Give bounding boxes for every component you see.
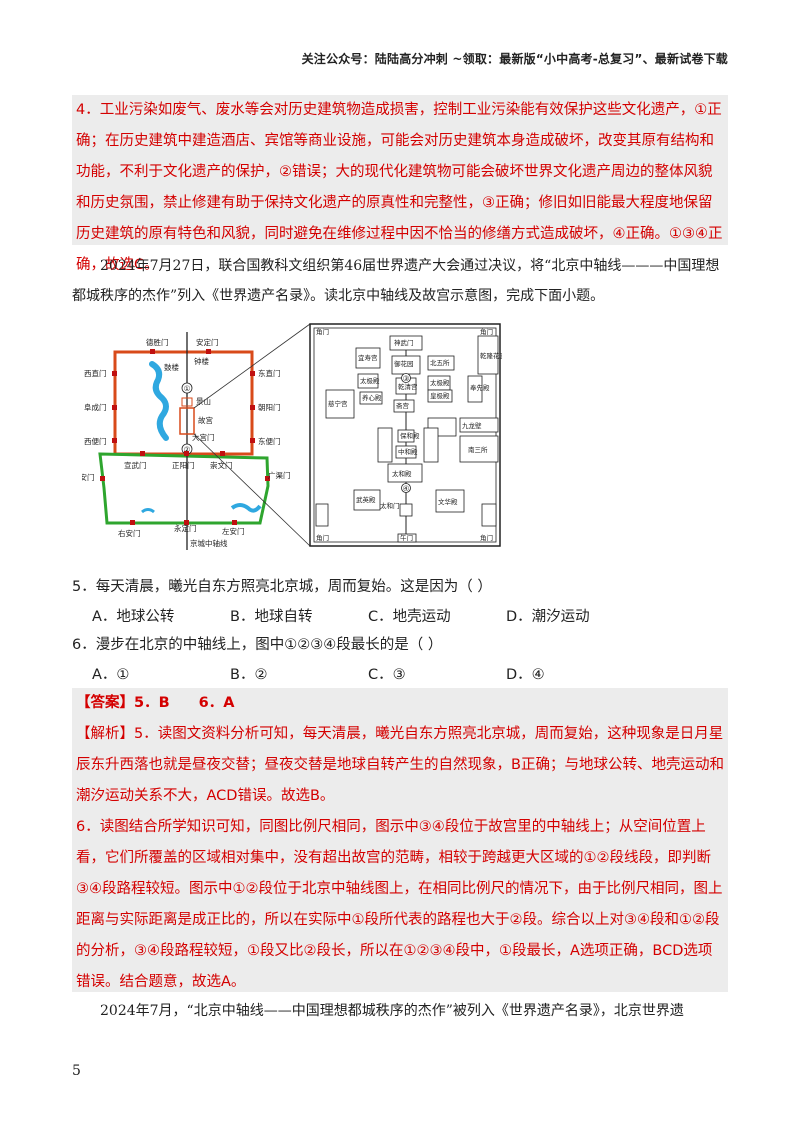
svg-text:九龙壁: 九龙壁 (462, 421, 482, 430)
analysis-5: 【解析】5．读图文资料分析可知，每天清晨，曦光自东方照亮北京城，周而复始，这种现… (76, 726, 724, 804)
q5-option-b[interactable]: B．地球自转 (230, 609, 313, 625)
pond-west (141, 508, 155, 514)
svg-text:宜寿宫: 宜寿宫 (358, 353, 378, 362)
label-xuanwumen: 宣武门 (124, 460, 147, 470)
label-chaoyangmen: 朝阳门 (258, 403, 281, 412)
svg-text:乾清宫: 乾清宫 (398, 382, 418, 391)
analysis-6: 6．读图结合所学知识可知，同图比例尺相同，图示中③④段位于故宫里的中轴线上；从空… (76, 819, 723, 990)
svg-text:慈宁宫: 慈宁宫 (328, 399, 348, 408)
svg-text:太极殿: 太极殿 (360, 376, 380, 385)
q6-option-b[interactable]: B．② (230, 667, 268, 683)
svg-text:角门: 角门 (480, 533, 493, 542)
label-zhonglou: 钟楼 (194, 356, 209, 366)
label-dongzhimen: 东直门 (258, 368, 281, 378)
label-zuoanmen: 左安门 (222, 526, 245, 536)
outer-city-wall (98, 452, 270, 525)
svg-text:御花园: 御花园 (394, 359, 414, 368)
label-chongwenmen: 崇文门 (210, 460, 233, 470)
svg-text:斋宫: 斋宫 (396, 401, 409, 410)
q6-option-c[interactable]: C．③ (368, 667, 406, 683)
marker-4-label: ④ (403, 484, 410, 493)
label-yongdingmen: 永定门 (174, 523, 197, 533)
svg-text:皇极殿: 皇极殿 (430, 391, 450, 400)
label-gulou: 鼓楼 (164, 362, 179, 372)
label-xizhimen: 西直门 (84, 368, 107, 378)
q5-option-a[interactable]: A．地球公转 (92, 609, 175, 625)
page-header: 关注公众号：陆陆高分冲刺 ~领取：最新版“小中高考-总复习”、最新试卷下载 (301, 52, 728, 66)
intro-1-text: 2024年7月27日，联合国教科文组织第46届世界遗产大会通过决议，将“北京中轴… (72, 258, 720, 304)
label-xibianmen: 西便门 (84, 436, 107, 446)
label-guangqumen: 广渠门 (268, 470, 291, 480)
palace-outline (179, 407, 195, 435)
svg-text:养心殿: 养心殿 (362, 393, 382, 402)
svg-text:午门: 午门 (400, 533, 413, 542)
svg-text:奉先殿: 奉先殿 (470, 383, 490, 392)
svg-text:中和殿: 中和殿 (398, 447, 418, 456)
svg-text:太极殿: 太极殿 (430, 378, 450, 387)
svg-text:文华殿: 文华殿 (438, 497, 458, 506)
forbidden-city-plan: ③ ④ 角门 神武门 角门 御花园 北五所 乾隆花园 宜寿宫 太极殿 太极殿 养… (309, 323, 506, 547)
lakes (149, 361, 169, 441)
label-andingmen: 安定门 (196, 337, 219, 347)
gate-markers (100, 349, 270, 525)
page-number: 5 (72, 1063, 81, 1079)
svg-text:太和门: 太和门 (380, 501, 400, 510)
q6-stem: 6．漫步在北京的中轴线上，图中①②③④段最长的是（ ） (72, 637, 443, 653)
zoom-line-bottom (193, 433, 311, 547)
label-fuchengmen: 阜成门 (84, 402, 107, 412)
label-zhengyangmen: 正阳门 (172, 461, 195, 470)
label-axis: 京城中轴线 (190, 538, 228, 548)
intro-2-text: 2024年7月，“北京中轴线——中国理想都城秩序的杰作”被列入《世界遗产名录》，… (100, 1003, 684, 1019)
label-dongbianmen: 东便门 (258, 436, 281, 446)
label-dagongmen: 大宫门 (192, 432, 215, 442)
label-guanganmen: 广安门 (82, 472, 95, 482)
q6-option-d[interactable]: D．④ (506, 667, 545, 683)
q5-stem: 5．每天清晨，曦光自东方照亮北京城，周而复始。这是因为（ ） (72, 579, 492, 595)
svg-text:角门: 角门 (316, 327, 329, 336)
marker-2-label: ② (184, 445, 191, 454)
q6-option-a[interactable]: A．① (92, 667, 130, 683)
svg-text:角门: 角门 (316, 533, 329, 542)
q6-options: A．① B．② C．③ D．④ (72, 661, 728, 689)
svg-text:神武门: 神武门 (394, 338, 414, 347)
marker-1 (181, 382, 193, 394)
svg-text:北五所: 北五所 (430, 358, 450, 367)
question-5: 5．每天清晨，曦光自东方照亮北京城，周而复始。这是因为（ ） A．地球公转 B．… (72, 573, 728, 631)
q5-option-d[interactable]: D．潮汐运动 (506, 609, 590, 625)
svg-text:太和殿: 太和殿 (392, 469, 412, 478)
q5-option-c[interactable]: C．地壳运动 (368, 609, 451, 625)
intro-paragraph-2: 2024年7月，“北京中轴线——中国理想都城秩序的杰作”被列入《世界遗产名录》，… (72, 996, 728, 1026)
explanation-4: 4．工业污染如废气、废水等会对历史建筑物造成损害，控制工业污染能有效保护这些文化… (76, 102, 723, 273)
marker-3-label: ③ (403, 374, 410, 383)
intro-paragraph-1: 2024年7月27日，联合国教科文组织第46届世界遗产大会通过决议，将“北京中轴… (72, 251, 728, 311)
marker-1-label: ① (184, 384, 191, 393)
map-figure: ① ② 德胜门 安定门 鼓楼 钟楼 西直门 东直门 景山 阜成门 故宫 朝阳门 … (72, 318, 506, 550)
svg-text:角门: 角门 (480, 327, 493, 336)
answer-line: 【答案】5．B 6．A (76, 695, 235, 711)
q5-options: A．地球公转 B．地球自转 C．地壳运动 D．潮汐运动 (72, 603, 728, 631)
pond-east (230, 503, 262, 513)
svg-text:南三所: 南三所 (468, 445, 488, 454)
beijing-axis-map: ① ② 德胜门 安定门 鼓楼 钟楼 西直门 东直门 景山 阜成门 故宫 朝阳门 … (72, 323, 506, 550)
jingshan-outline (181, 397, 193, 407)
label-deshengmen: 德胜门 (146, 337, 169, 347)
label-youanmen: 右安门 (118, 528, 141, 538)
explanation-4-block: 4．工业污染如废气、废水等会对历史建筑物造成损害，控制工业污染能有效保护这些文化… (72, 95, 728, 273)
svg-text:保和殿: 保和殿 (400, 431, 420, 440)
inner-city-wall (113, 350, 254, 456)
svg-text:乾隆花园: 乾隆花园 (480, 351, 502, 360)
question-6: 6．漫步在北京的中轴线上，图中①②③④段最长的是（ ） A．① B．② C．③ … (72, 631, 728, 689)
svg-text:武英殿: 武英殿 (356, 495, 376, 504)
answer-block: 【答案】5．B 6．A 【解析】5．读图文资料分析可知，每天清晨，曦光自东方照亮… (72, 688, 728, 992)
zoom-line-top (193, 323, 311, 409)
label-gugong: 故宫 (198, 415, 213, 425)
